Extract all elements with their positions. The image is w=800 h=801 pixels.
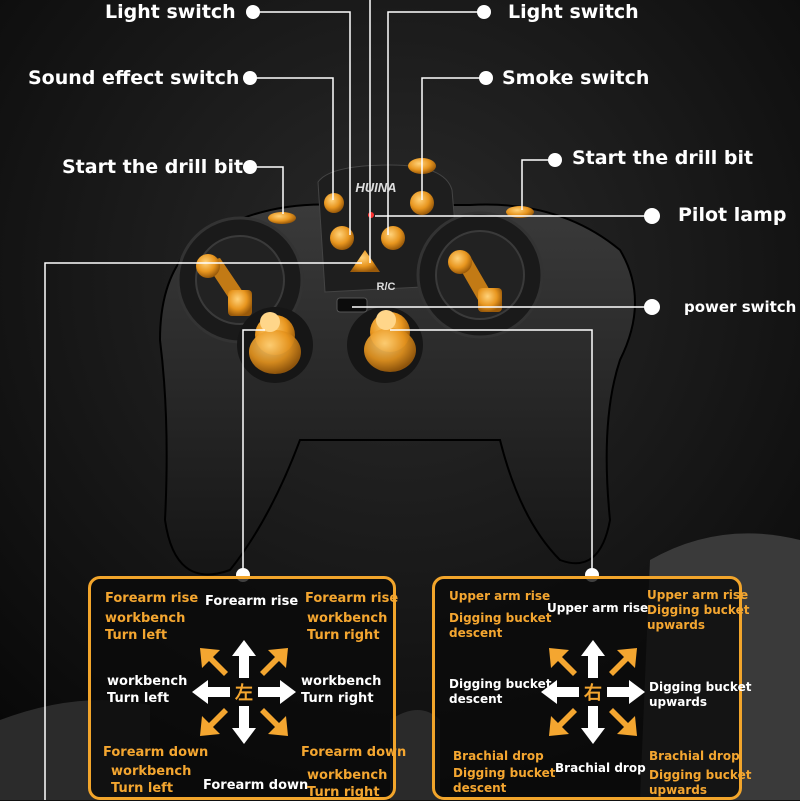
left-panel-tl-b: workbench	[105, 611, 186, 626]
leader-dots	[236, 5, 660, 582]
left-panel-mr-a: workbench	[301, 674, 382, 689]
left-panel-br-b: workbench	[307, 768, 388, 783]
left-panel-tl-a: Forearm rise	[105, 591, 199, 606]
left-panel-bl-c: Turn left	[111, 781, 174, 796]
arrow-up-icon	[581, 640, 605, 678]
left-direction-arrows: 左	[192, 640, 296, 744]
left-panel-tr-c: Turn right	[307, 628, 380, 643]
right-panel-tl-b: Digging bucket	[449, 611, 552, 625]
right-panel-bottom: Brachial drop	[555, 761, 646, 775]
left-panel-bl-b: workbench	[111, 764, 192, 779]
right-panel-br-b: Digging bucket	[649, 768, 752, 782]
left-panel-ml-a: workbench	[107, 674, 188, 689]
left-panel-tr-a: Forearm rise	[305, 591, 399, 606]
callout-light-switch-right: Light switch	[508, 1, 639, 23]
callout-start-drill-bit-right: Start the drill bit	[572, 147, 754, 169]
callout-sound-effect-switch: Sound effect switch	[28, 67, 240, 89]
arrow-down-icon	[232, 706, 256, 744]
left-panel-ml-b: Turn left	[107, 691, 170, 706]
callout-power-switch: power switch	[684, 298, 797, 316]
left-panel-bottom: Forearm down	[203, 778, 309, 793]
right-panel-bl-c: descent	[453, 781, 507, 795]
left-center-char: 左	[235, 682, 253, 704]
right-panel-tl-c: descent	[449, 626, 503, 640]
brand-text: HUINA	[355, 180, 396, 195]
right-panel-ml-b: descent	[449, 692, 503, 706]
right-panel-mr-a: Digging bucket	[649, 680, 752, 694]
right-panel-mr-b: upwards	[649, 695, 707, 709]
left-panel-tl-c: Turn left	[105, 628, 168, 643]
right-panel-tl-a: Upper arm rise	[449, 589, 551, 603]
right-panel-bl-a: Brachial drop	[453, 749, 544, 763]
right-panel-top: Upper arm rise	[547, 601, 649, 615]
right-stick-panel: Upper arm rise Digging bucket descent Up…	[432, 576, 751, 800]
right-panel-br-c: upwards	[649, 783, 707, 797]
right-panel-tr-a: Upper arm rise	[647, 588, 749, 602]
right-panel-bl-b: Digging bucket	[453, 766, 556, 780]
right-panel-ml-a: Digging bucket	[449, 677, 552, 691]
callout-pilot-lamp: Pilot lamp	[678, 204, 787, 226]
left-panel-mr-b: Turn right	[301, 691, 374, 706]
arrow-left-icon	[192, 680, 230, 704]
left-panel-br-c: Turn right	[307, 785, 380, 800]
callout-start-drill-bit-left: Start the drill bit	[62, 156, 244, 178]
left-stick-panel: Forearm rise workbench Turn left Forearm…	[88, 576, 406, 800]
left-panel-bl-a: Forearm down	[103, 745, 209, 760]
rc-text: R/C	[377, 281, 396, 293]
left-panel-br-a: Forearm down	[301, 745, 407, 760]
arrow-left-icon	[541, 680, 579, 704]
right-panel-tr-c: upwards	[647, 618, 705, 632]
diagonal-arrows-icon	[549, 648, 637, 736]
arrow-right-icon	[607, 680, 645, 704]
leader-lines	[44, 0, 652, 800]
right-center-char: 右	[584, 682, 602, 704]
diagonal-arrows-icon	[200, 648, 288, 736]
arrow-down-icon	[581, 706, 605, 744]
callout-light-switch-left: Light switch	[105, 1, 236, 23]
joysticks	[196, 250, 502, 374]
right-panel-tr-b: Digging bucket	[647, 603, 750, 617]
arrow-up-icon	[232, 640, 256, 678]
callout-smoke-switch: Smoke switch	[502, 67, 650, 89]
right-direction-arrows: 右	[541, 640, 645, 744]
right-panel-br-a: Brachial drop	[649, 749, 740, 763]
left-panel-top: Forearm rise	[205, 594, 299, 609]
left-panel-tr-b: workbench	[307, 611, 388, 626]
arrow-right-icon	[258, 680, 296, 704]
